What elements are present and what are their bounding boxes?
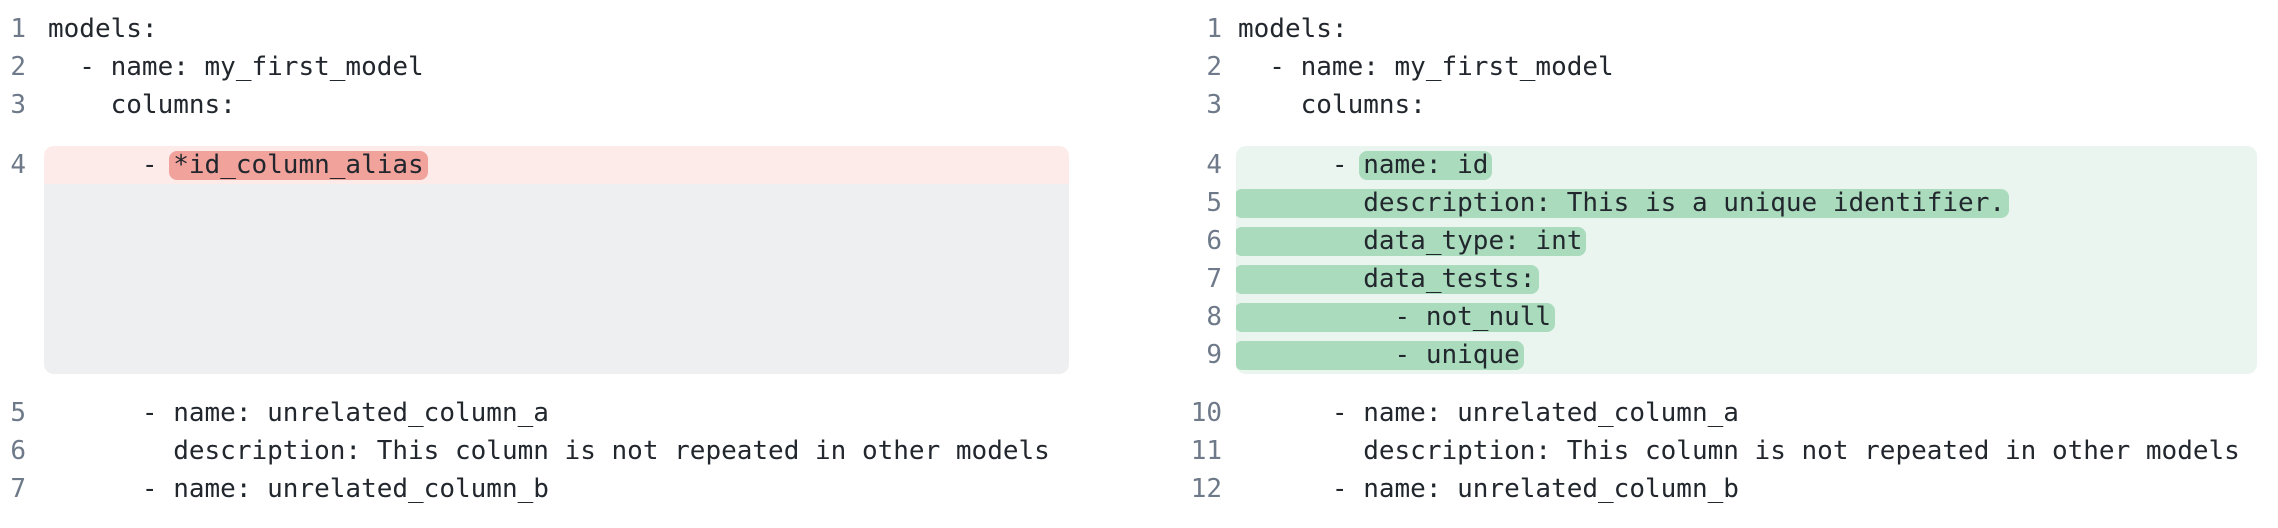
line-number: 5 [10,398,26,428]
code-text: - name: id [1236,146,2257,184]
line-number: 6 [10,436,26,466]
added-highlight: description: This is a unique identifier… [1236,189,2010,218]
line-number: 2 [1206,52,1222,82]
code-text: data_type: int [1236,222,2257,260]
line-number: 1 [10,14,26,44]
line-number: 2 [10,52,26,82]
code-text: description: This is a unique identifier… [1236,184,2257,222]
line-number: 11 [1190,436,1222,466]
added-line: 4 - name: id [1140,146,2257,184]
code-text: - unique [1236,336,2257,374]
code-text: - name: unrelated_column_b [48,474,549,504]
line-number: 7 [1206,264,1222,294]
context-line: 2 - name: my_first_model [1140,48,2257,86]
code-text: models: [1238,14,1348,44]
added-highlight: data_tests: [1236,265,1540,294]
line-number: 8 [1206,302,1222,332]
code-text: - name: unrelated_column_b [1238,474,1739,504]
removed-hunk: 4 - *id_column_alias [0,146,1069,374]
code-text: - name: my_first_model [1238,52,1614,82]
added-line: 5 description: This is a unique identifi… [1140,184,2257,222]
context-line: 2 - name: my_first_model [0,48,1069,86]
context-line: 10 - name: unrelated_column_a [1140,394,2257,432]
context-line: 6 description: This column is not repeat… [0,432,1069,470]
code-text: description: This column is not repeated… [1238,436,2240,466]
line-number: 7 [10,474,26,504]
alignment-filler [44,184,1069,374]
line-number: 10 [1190,398,1222,428]
added-highlight: - unique [1236,341,1524,370]
code-text: - name: unrelated_column_a [1238,398,1739,428]
code-text: columns: [48,90,236,120]
code-text: data_tests: [1236,260,2257,298]
code-text: - not_null [1236,298,2257,336]
line-number: 4 [1206,150,1222,180]
line-number: 9 [1206,340,1222,370]
added-highlight: name: id [1359,151,1493,180]
context-line: 12 - name: unrelated_column_b [1140,470,2257,508]
added-highlight: - not_null [1236,303,1556,332]
removed-highlight: *id_column_alias [169,151,428,180]
code-text: columns: [1238,90,1426,120]
code-text: - *id_column_alias [44,146,1069,184]
code-text: - name: unrelated_column_a [48,398,549,428]
line-number: 3 [1206,90,1222,120]
code-text: description: This column is not repeated… [48,436,1050,466]
context-line: 11 description: This column is not repea… [1140,432,2257,470]
added-line: 8 - not_null [1140,298,2257,336]
context-line: 1 models: [1140,10,2257,48]
added-line: 6 data_type: int [1140,222,2257,260]
added-line: 9 - unique [1140,336,2257,374]
context-line: 7 - name: unrelated_column_b [0,470,1069,508]
line-number: 6 [1206,226,1222,256]
added-highlight: data_type: int [1236,227,1587,256]
added-line: 7 data_tests: [1140,260,2257,298]
code-text: - name: my_first_model [48,52,424,82]
context-line: 3 columns: [1140,86,2257,124]
code-text: models: [48,14,158,44]
context-line: 1 models: [0,10,1069,48]
line-number: 3 [10,90,26,120]
line-number: 5 [1206,188,1222,218]
line-number: 1 [1206,14,1222,44]
line-number: 12 [1190,474,1222,504]
removed-line: 4 - *id_column_alias [0,146,1069,184]
context-line: 5 - name: unrelated_column_a [0,394,1069,432]
line-number: 4 [10,150,26,180]
context-line: 3 columns: [0,86,1069,124]
